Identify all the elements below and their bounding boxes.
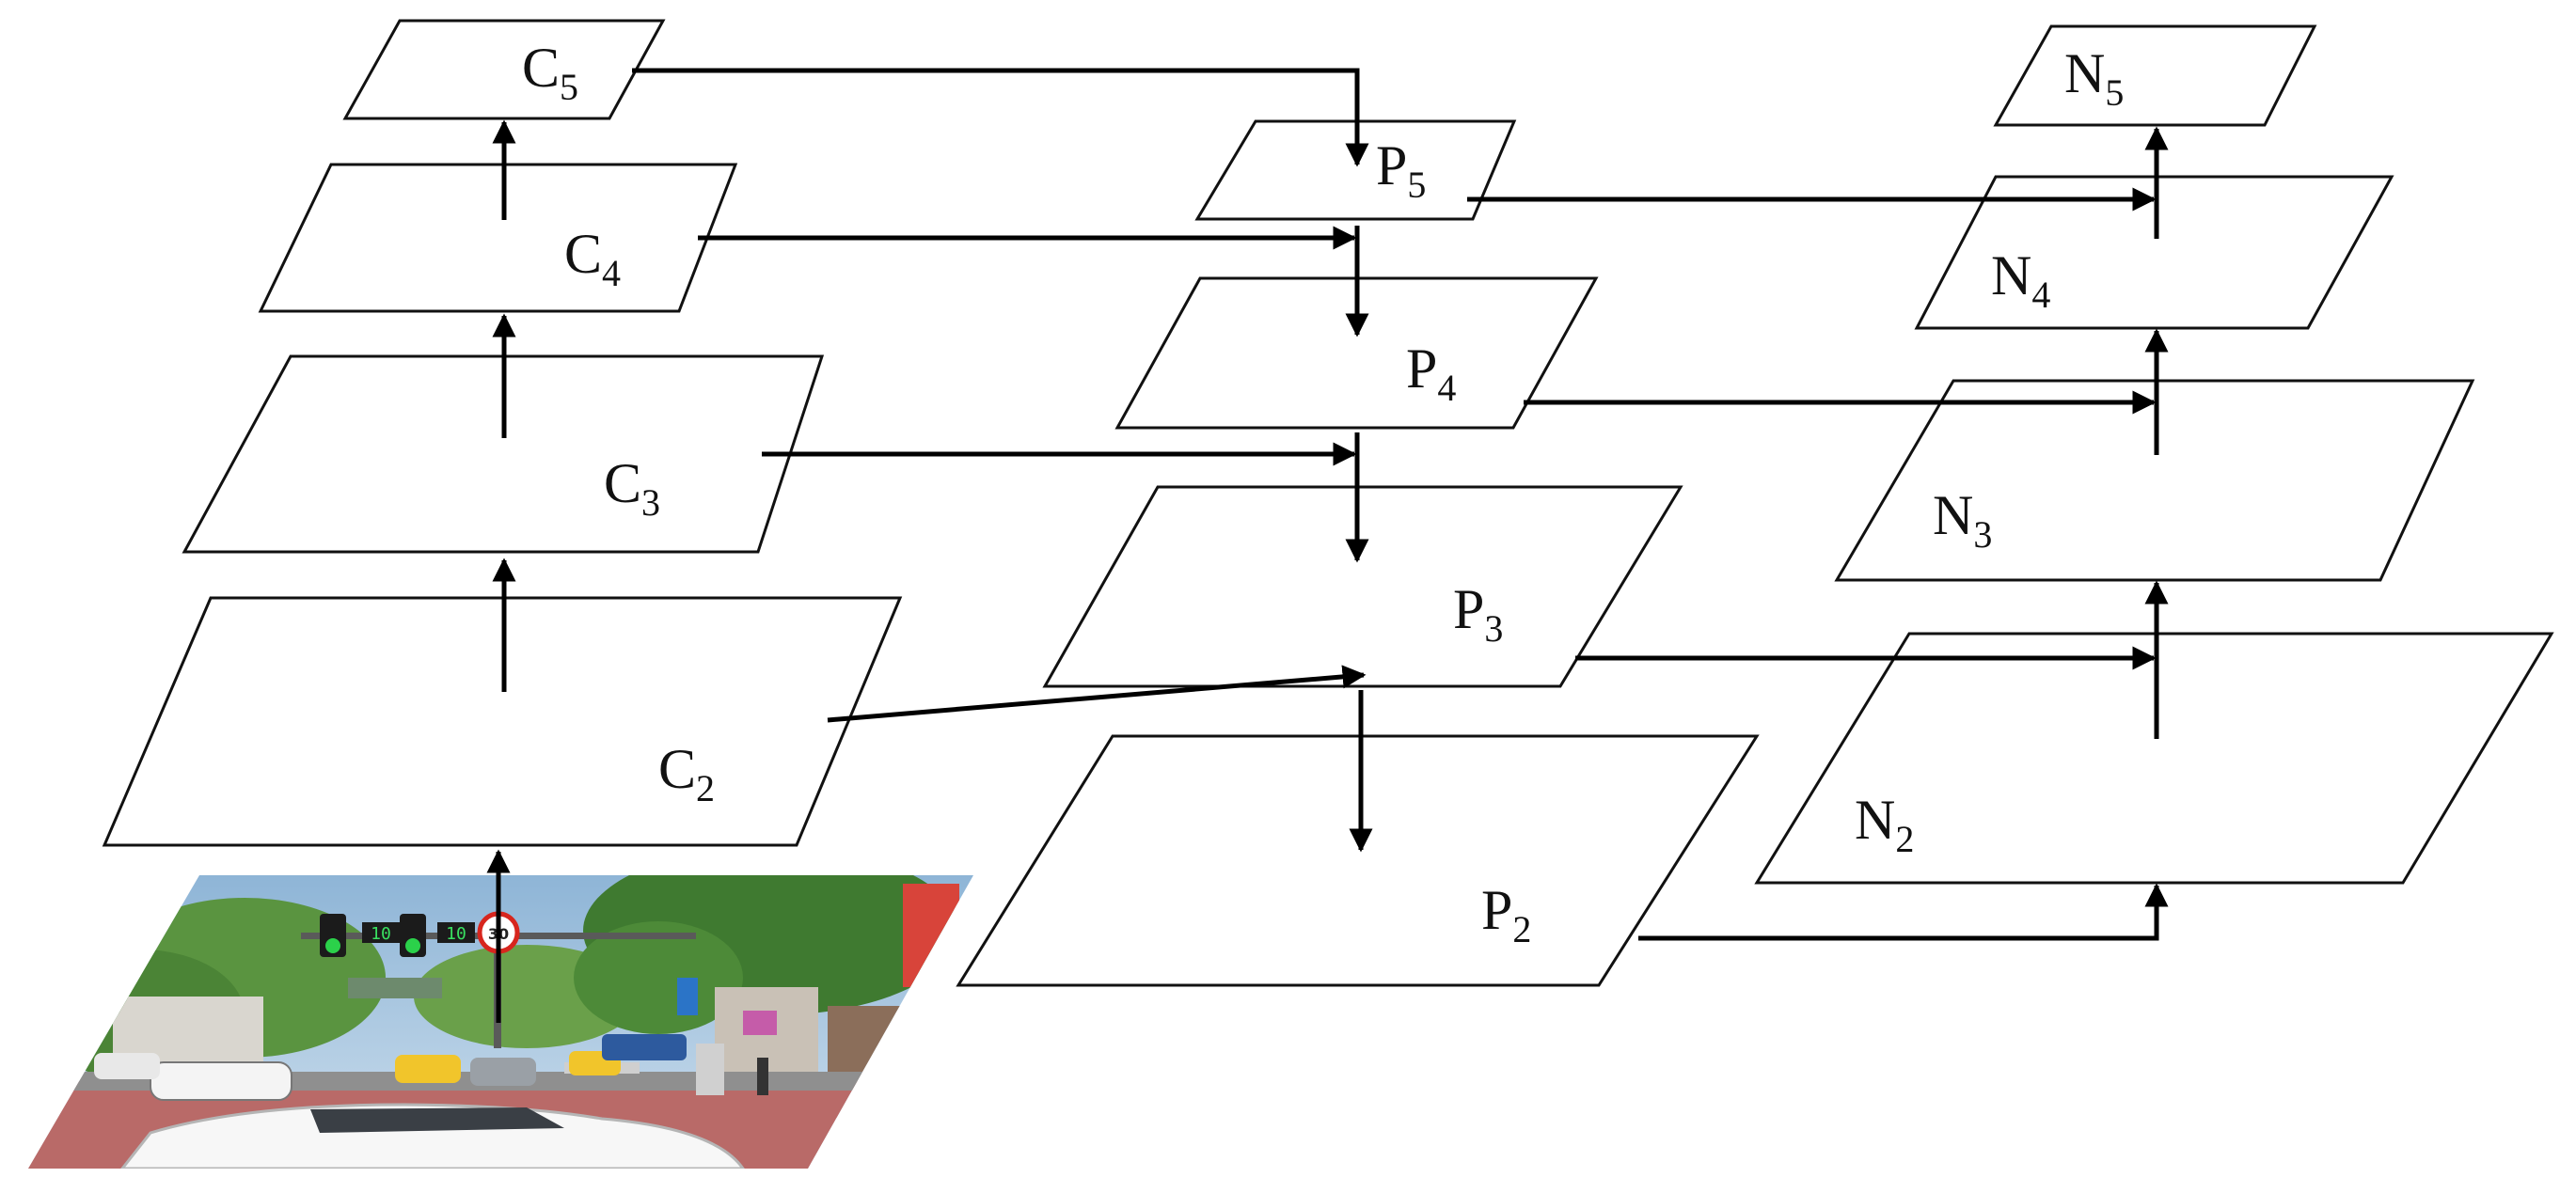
- label-p2: P2: [1481, 879, 1531, 950]
- label-c2: C2: [658, 738, 715, 809]
- plane-c4: [258, 163, 738, 313]
- arrow-c2-to-p2: [827, 665, 1367, 723]
- label-n2: N2: [1855, 789, 1914, 860]
- plane-n4: [1914, 175, 2394, 330]
- signal-countdown-right: 10: [446, 924, 466, 944]
- label-c4: C4: [564, 223, 621, 294]
- plane-c2: [102, 596, 903, 847]
- plane-p5: [1194, 119, 1517, 221]
- plane-n3: [1834, 379, 2475, 582]
- plane-n2: [1754, 632, 2554, 885]
- plane-c3: [182, 354, 825, 554]
- input-image: 10 10 30: [28, 875, 973, 1169]
- arrow-c5-to-p5: [632, 68, 1369, 167]
- label-p4: P4: [1406, 337, 1456, 409]
- label-p3: P3: [1453, 578, 1503, 650]
- label-n3: N3: [1933, 484, 1992, 556]
- plane-p4: [1114, 276, 1599, 430]
- plane-n5: [1993, 24, 2317, 127]
- label-n4: N4: [1991, 244, 2050, 316]
- label-c3: C3: [604, 452, 660, 524]
- plane-p2: [956, 734, 1760, 987]
- plane-p3: [1042, 485, 1683, 688]
- label-c5: C5: [522, 37, 578, 108]
- plane-c5: [342, 19, 666, 120]
- signal-countdown-left: 10: [371, 924, 391, 944]
- label-p5: P5: [1376, 134, 1426, 206]
- label-n5: N5: [2064, 42, 2124, 114]
- arrow-p2-to-n2: [1638, 883, 2169, 941]
